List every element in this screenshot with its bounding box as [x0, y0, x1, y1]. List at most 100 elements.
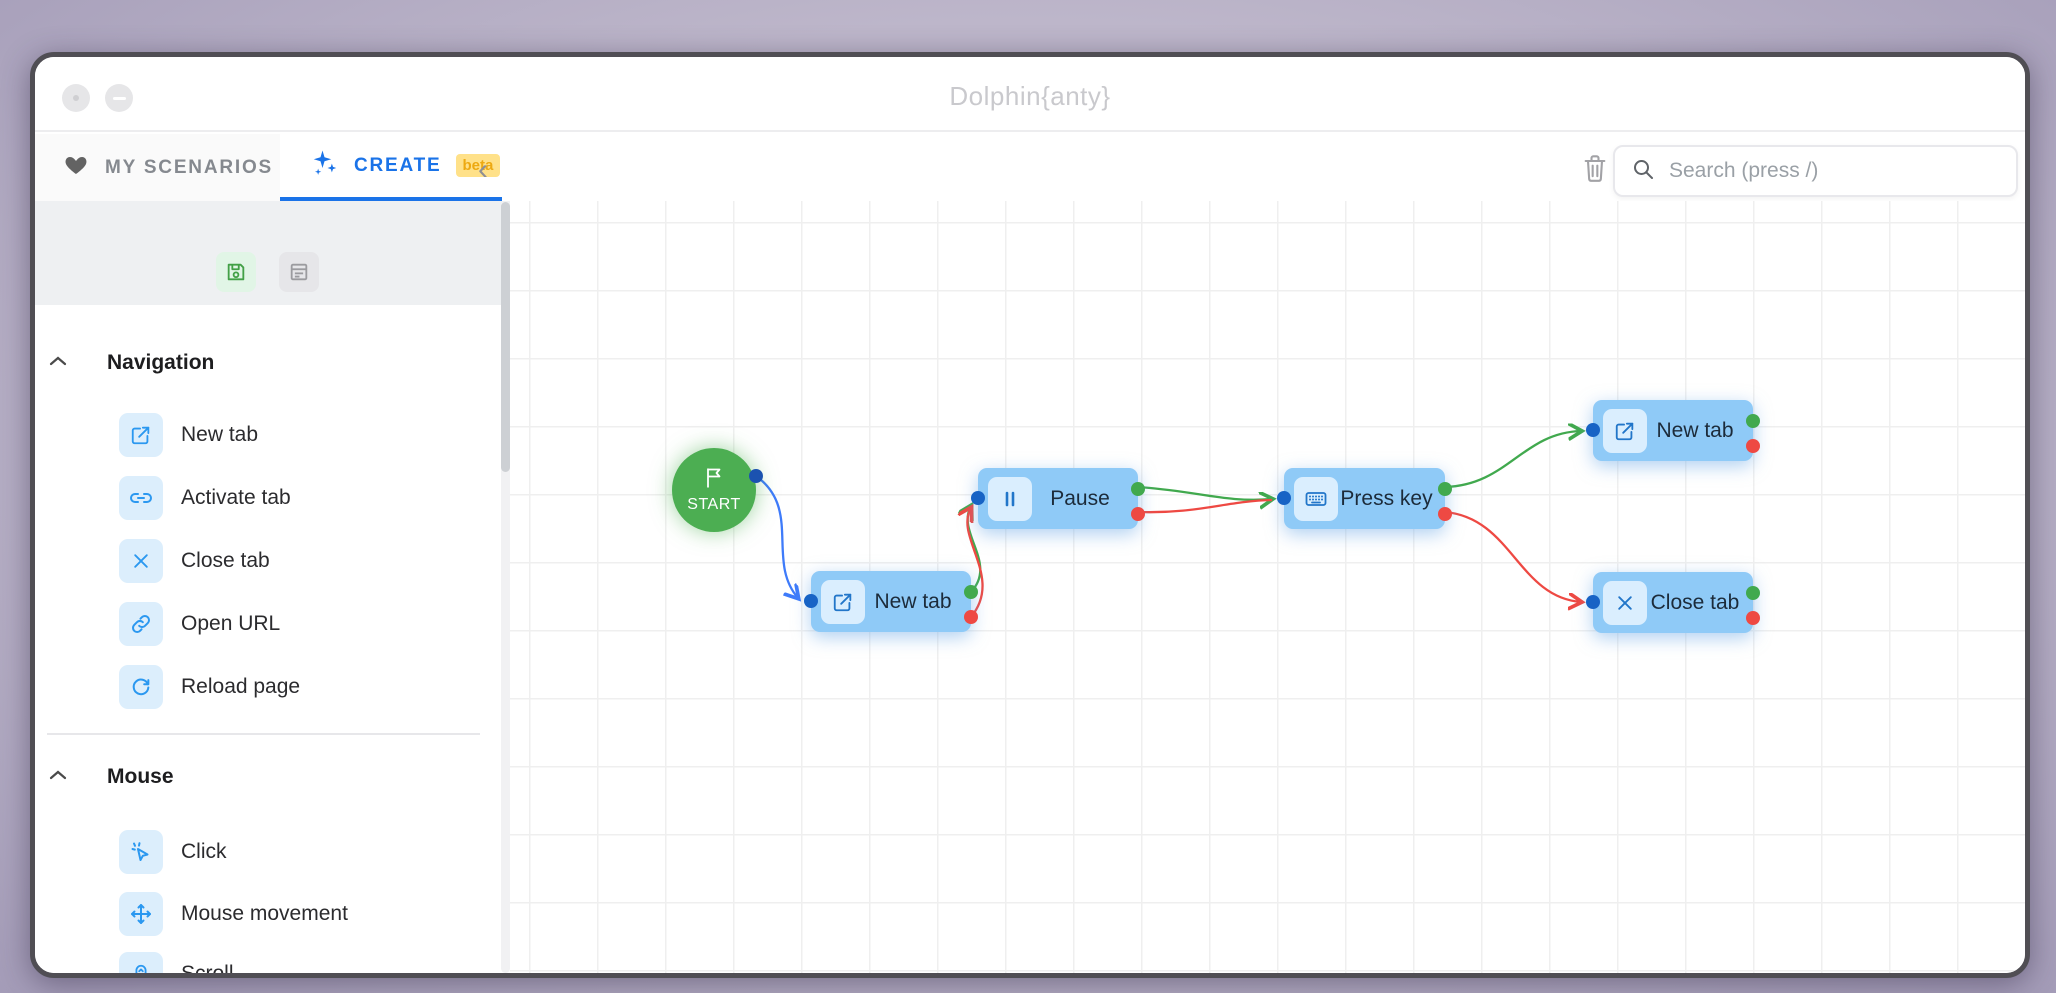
window-title: Dolphin{anty}: [949, 81, 1111, 111]
header: MY SCENARIOS CREATE beta: [35, 134, 2025, 201]
node-close-tab[interactable]: Close tab: [1586, 572, 1760, 633]
sidebar-item-label: Activate tab: [181, 486, 291, 509]
tab-my-scenarios-label: MY SCENARIOS: [105, 156, 273, 178]
sidebar-item-click[interactable]: Click: [119, 830, 499, 874]
success-port[interactable]: [1746, 414, 1760, 428]
beta-badge: beta: [455, 154, 501, 177]
sidebar-item-reload-page[interactable]: Reload page: [119, 665, 499, 709]
sidebar-item-label: Scroll: [181, 962, 234, 973]
back-icon: [73, 95, 79, 101]
sidebar-item-new-tab[interactable]: New tab: [119, 413, 499, 457]
fail-port[interactable]: [1746, 439, 1760, 453]
sidebar-item-scroll[interactable]: Scroll: [119, 952, 499, 973]
pause-icon: [988, 476, 1032, 521]
node-new-tab-1[interactable]: New tab: [804, 571, 978, 632]
minimize-icon: [112, 96, 126, 100]
start-node-label: START: [687, 495, 741, 513]
sparkles-icon: [310, 148, 340, 183]
section-mouse[interactable]: Mouse: [35, 759, 495, 795]
window-back-button[interactable]: [62, 84, 90, 112]
sidebar-item-label: Mouse movement: [181, 902, 348, 925]
node-label: Close tab: [1650, 590, 1740, 614]
sidebar-item-label: Reload page: [181, 675, 301, 698]
search-icon: [1631, 157, 1655, 186]
trash-icon: [1584, 155, 1606, 182]
sidebar-item-label: Click: [181, 840, 227, 863]
activate-tab-icon: [119, 476, 163, 520]
heart-icon: [63, 153, 89, 182]
fail-port[interactable]: [964, 610, 978, 624]
node-new-tab-2[interactable]: New tab: [1586, 400, 1760, 461]
sidebar-item-open-url[interactable]: Open URL: [119, 602, 499, 646]
mouse-movement-icon: [119, 892, 163, 936]
sidebar-scrollbar-thumb[interactable]: [501, 202, 510, 472]
section-navigation[interactable]: Navigation: [35, 345, 495, 381]
save-icon: [227, 263, 245, 281]
sidebar-item-label: Open URL: [181, 612, 281, 635]
search-input[interactable]: [1669, 159, 2000, 183]
edge-presskey-closetab-fail: [1444, 510, 1581, 602]
edge-newtab-pause-fail: [967, 508, 984, 618]
sidebar-item-activate-tab[interactable]: Activate tab: [119, 476, 499, 520]
window-minimize-button[interactable]: [105, 84, 133, 112]
chevron-up-icon: [35, 768, 81, 786]
delete-scenario-button[interactable]: [1575, 148, 1615, 188]
node-label: Pause: [1050, 486, 1110, 510]
success-port[interactable]: [1131, 482, 1145, 496]
sidebar-item-label: Close tab: [181, 549, 270, 572]
tab-create[interactable]: CREATE beta: [280, 134, 502, 201]
reload-page-icon: [119, 665, 163, 709]
log-icon: [290, 263, 308, 281]
app-window: Dolphin{anty} MY SCENARIOS CREATE beta: [30, 52, 2030, 978]
click-icon: [119, 830, 163, 874]
success-port[interactable]: [964, 585, 978, 599]
sidebar-item-label: New tab: [181, 423, 259, 446]
sidebar-toolbar: [35, 201, 510, 305]
sidebar-item-close-tab[interactable]: Close tab: [119, 539, 499, 583]
fail-port[interactable]: [1438, 507, 1452, 521]
close-tab-icon: [1603, 580, 1647, 625]
close-tab-icon: [119, 539, 163, 583]
tab-my-scenarios[interactable]: MY SCENARIOS: [35, 134, 280, 201]
node-label: New tab: [1656, 418, 1734, 442]
save-scenario-button[interactable]: [216, 252, 256, 292]
input-port[interactable]: [804, 594, 818, 608]
actions-sidebar: Navigation New tab Activate tab Close ta…: [35, 201, 510, 973]
edge-pause-presskey-fail: [1137, 498, 1273, 514]
chevron-up-icon: [35, 354, 81, 372]
flag-icon: [704, 467, 724, 494]
sidebar-scrollbar-track[interactable]: [501, 201, 510, 973]
edge-pause-presskey-success: [1137, 485, 1272, 500]
fail-port[interactable]: [1131, 507, 1145, 521]
success-port[interactable]: [1438, 482, 1452, 496]
input-port[interactable]: [1586, 595, 1600, 609]
search-box: [1613, 145, 2018, 197]
sidebar-item-mouse-movement[interactable]: Mouse movement: [119, 892, 499, 936]
new-tab-icon: [1603, 408, 1647, 453]
open-url-icon: [119, 602, 163, 646]
start-node[interactable]: START: [672, 448, 756, 532]
new-tab-icon: [119, 413, 163, 457]
chevron-left-icon: ‹: [478, 153, 488, 186]
edge-presskey-newtab-success: [1444, 431, 1581, 489]
section-navigation-title: Navigation: [107, 351, 215, 374]
fail-port[interactable]: [1746, 611, 1760, 625]
section-mouse-title: Mouse: [107, 765, 174, 788]
input-port[interactable]: [1277, 491, 1291, 505]
start-output-port[interactable]: [749, 469, 763, 483]
collapse-sidebar-button[interactable]: ‹: [465, 153, 501, 189]
success-port[interactable]: [1746, 586, 1760, 600]
titlebar: Dolphin{anty}: [35, 57, 2025, 132]
scroll-icon: [119, 952, 163, 973]
node-pause[interactable]: Pause: [971, 468, 1145, 529]
tab-create-label: CREATE: [354, 154, 442, 176]
edges-layer: [755, 201, 2025, 618]
node-press-key[interactable]: Press key: [1277, 468, 1452, 529]
scenario-canvas[interactable]: START New tab Pause: [510, 201, 2025, 973]
new-tab-icon: [821, 579, 865, 624]
input-port[interactable]: [1586, 423, 1600, 437]
log-button[interactable]: [279, 252, 319, 292]
keyboard-icon: [1294, 476, 1338, 521]
input-port[interactable]: [971, 491, 985, 505]
edge-start-newtab: [755, 475, 798, 598]
